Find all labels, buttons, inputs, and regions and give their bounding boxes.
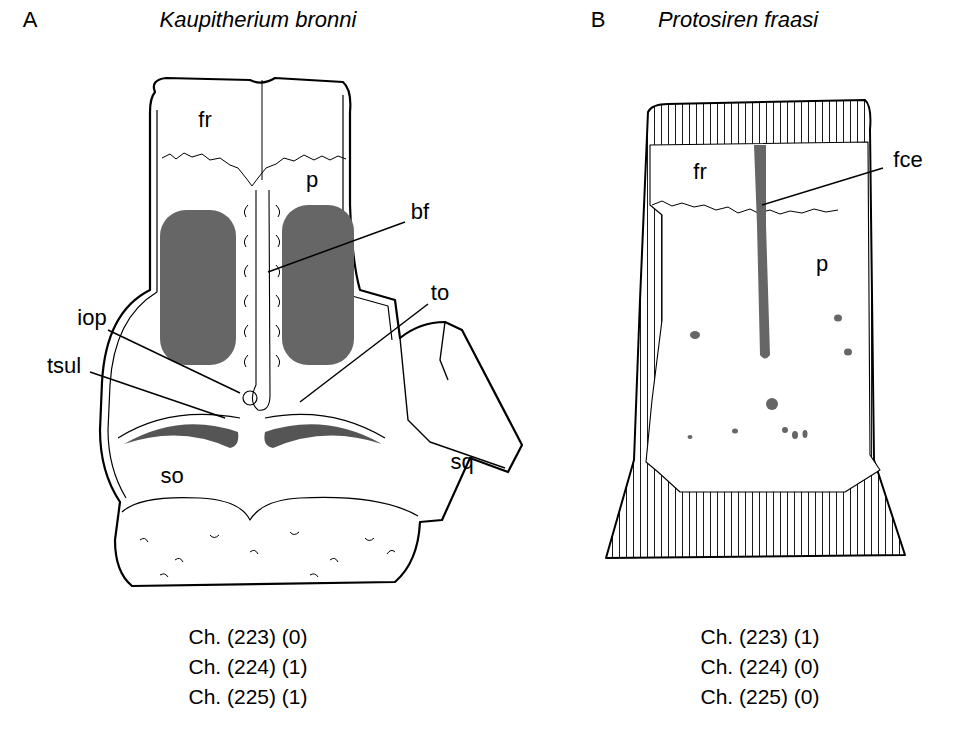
preserved-bone: [646, 142, 880, 492]
protosiren-skull: [606, 100, 905, 558]
part-label: sq: [450, 450, 473, 474]
part-label: iop: [77, 306, 106, 330]
character-state: Ch. (223) (1): [700, 625, 819, 648]
part-label: p: [306, 168, 318, 192]
condyle-texture: [140, 532, 395, 577]
foramina: [688, 315, 853, 440]
temporal-fossa: [282, 205, 354, 365]
part-label: p: [816, 252, 828, 276]
species-name: Protosiren fraasi: [658, 8, 818, 32]
skull-outline: [100, 78, 522, 586]
species-name: Kaupitherium bronni: [160, 8, 357, 32]
character-state: Ch. (225) (0): [700, 685, 819, 708]
panel-letter: A: [23, 8, 38, 32]
part-label: fr: [198, 108, 211, 132]
interparietal: [243, 391, 257, 405]
character-state: Ch. (224) (1): [188, 655, 307, 678]
temporal-sulcus: [264, 424, 382, 448]
part-label: bf: [411, 200, 429, 224]
skull-outline-broken: [606, 100, 905, 558]
temporal-sulcus: [124, 424, 238, 448]
frontal-parietal-suture: [652, 201, 838, 214]
panel-letter: B: [591, 8, 606, 32]
temporal-fossa: [160, 210, 236, 365]
crest-marks: [244, 205, 279, 367]
part-label: tsul: [47, 354, 81, 378]
occipital-border: [122, 497, 418, 520]
sagittal-crest: [252, 190, 270, 410]
character-state: Ch. (225) (1): [188, 685, 307, 708]
sagittal-suture: [262, 80, 263, 180]
frontal-crest: [754, 145, 770, 359]
part-label: to: [431, 281, 449, 305]
character-state: Ch. (223) (0): [188, 625, 307, 648]
character-state: Ch. (224) (0): [700, 655, 819, 678]
part-label: fce: [893, 148, 922, 172]
leader-lines: [90, 168, 883, 418]
kaupitherium-skull: [100, 78, 522, 586]
frontal-parietal-suture: [162, 153, 346, 186]
part-label: fr: [693, 160, 706, 184]
squamosal: [400, 322, 505, 468]
part-label: so: [160, 464, 183, 488]
